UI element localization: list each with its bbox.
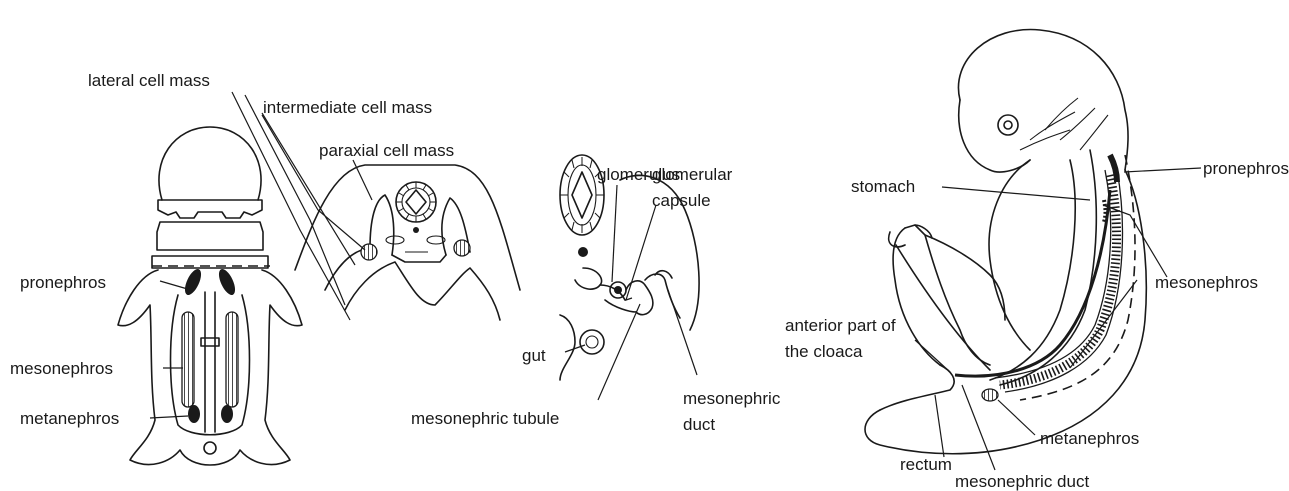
label-mesonephros-dorsal: mesonephros [10, 359, 113, 378]
label-pronephros-dorsal: pronephros [20, 273, 106, 292]
label-pronephros-lateral: pronephros [1203, 159, 1289, 178]
label-anterior-cloaca-line2: the cloaca [785, 342, 863, 361]
label-anterior-cloaca-line1: anterior part of [785, 316, 896, 335]
label-glomerular-line1: glomerular [652, 165, 733, 184]
leader-intermediate-cell-mass [262, 113, 355, 265]
label-stomach: stomach [851, 177, 915, 196]
intermediate-cell-mass-nodules [361, 240, 470, 260]
dorsal-mesonephros [182, 312, 238, 407]
label-mesonephric-duct-line1: mesonephric [683, 389, 781, 408]
label-metanephros-dorsal: metanephros [20, 409, 119, 428]
label-paraxial-cell-mass: paraxial cell mass [319, 141, 454, 160]
neural-tube [386, 182, 445, 252]
leader-mesonephric-tubule [598, 304, 640, 400]
leader-metanephros-dorsal [150, 416, 188, 418]
label-rectum: rectum [900, 455, 952, 474]
leader-rectum [935, 395, 944, 457]
label-glomerular-line2: capsule [652, 191, 711, 210]
pharyngeal-arches [1020, 98, 1108, 150]
dorsal-pronephros [182, 267, 239, 297]
label-metanephros-lateral: metanephros [1040, 429, 1139, 448]
leader-anterior-cloaca [915, 340, 950, 372]
leader-glomerular-capsule [626, 205, 656, 300]
cross-section-panel: lateral cell mass intermediate cell mass… [88, 71, 520, 320]
label-mesonephric-tubule: mesonephric tubule [411, 409, 559, 428]
lateral-mesonephros [995, 170, 1122, 392]
leader-glomerulus [612, 185, 617, 282]
label-mesonephric-duct-line2: duct [683, 415, 715, 434]
nephron-section-panel: glomerulus glomerular capsule gut mesone… [411, 155, 781, 434]
label-mesonephric-duct-lateral: mesonephric duct [955, 472, 1089, 491]
lateral-metanephros [982, 389, 998, 401]
label-intermediate-cell-mass: intermediate cell mass [263, 98, 432, 117]
label-gut: gut [522, 346, 546, 365]
leader-metanephros-lateral [998, 400, 1035, 435]
leader-mesonephros-lateral-2 [1070, 280, 1137, 368]
dorsal-metanephros [188, 405, 233, 423]
leader-mesonephric-duct [668, 290, 697, 375]
dorsal-view-panel: pronephros mesonephros metanephros [10, 127, 302, 465]
leader-stomach [942, 187, 1090, 200]
leader-lateral-cell-mass [232, 92, 350, 320]
label-mesonephros-lateral: mesonephros [1155, 273, 1258, 292]
lateral-view-panel: pronephros stomach mesonephros anterior … [785, 30, 1289, 491]
leader-pronephros-lateral [1124, 168, 1201, 172]
label-lateral-cell-mass: lateral cell mass [88, 71, 210, 90]
